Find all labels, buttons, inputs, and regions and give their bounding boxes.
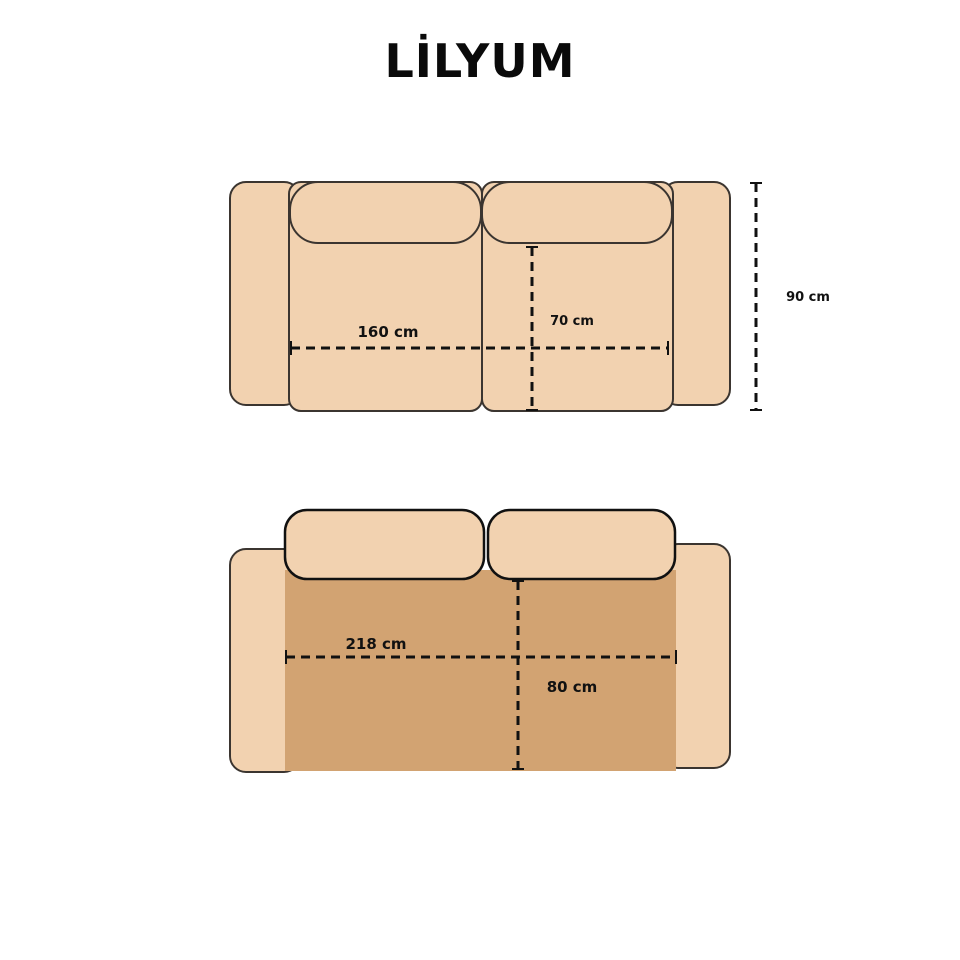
product-title: LİLYUM	[384, 34, 576, 88]
sofa-left-back-cushion	[289, 181, 482, 244]
bed-right-back-cushion	[486, 508, 677, 581]
bed-width-label: 218 cm	[345, 635, 406, 653]
bed-left-back-cushion	[283, 508, 486, 581]
sofa-total-depth-label: 90 cm	[786, 290, 830, 305]
sofa-view	[229, 181, 731, 412]
sofa-width-label: 160 cm	[357, 323, 418, 341]
bed-sleeping-surface	[285, 570, 676, 771]
bed-view	[229, 508, 731, 773]
sofa-dimensions	[290, 182, 762, 411]
bed-depth-label: 80 cm	[547, 678, 598, 696]
sofa-seat-depth-label: 70 cm	[550, 314, 594, 329]
sofa-right-back-cushion	[481, 181, 673, 244]
bed-dimensions	[285, 580, 677, 770]
